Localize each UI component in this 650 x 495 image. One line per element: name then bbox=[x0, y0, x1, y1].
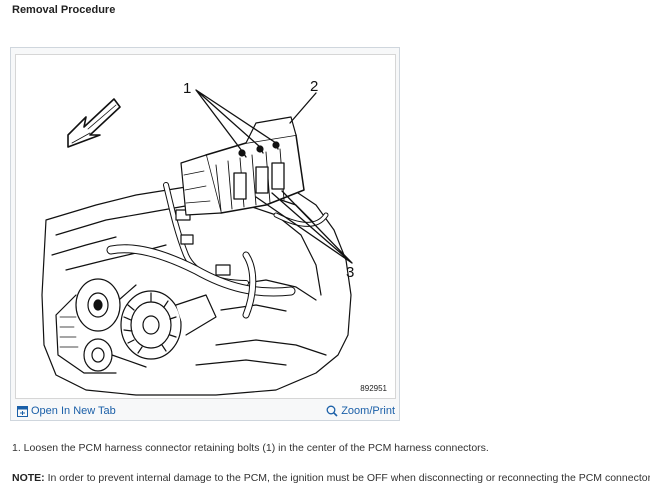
callout-labels: 1 2 3 bbox=[183, 78, 354, 281]
figure-number: 892951 bbox=[360, 384, 387, 393]
step-1-text: 1. Loosen the PCM harness connector reta… bbox=[12, 442, 489, 454]
section-heading: Removal Procedure bbox=[12, 4, 116, 16]
wiring-harness bbox=[106, 182, 329, 319]
zoom-print-link[interactable]: Zoom/Print bbox=[326, 405, 395, 417]
new-tab-icon bbox=[17, 405, 28, 417]
callout-label-2: 2 bbox=[310, 78, 318, 95]
open-in-new-tab-link[interactable]: Open In New Tab bbox=[17, 405, 116, 417]
alternator bbox=[120, 290, 217, 360]
note-label: NOTE: bbox=[12, 472, 45, 484]
belt-pulleys bbox=[55, 278, 147, 374]
magnifier-icon bbox=[326, 405, 338, 417]
note-paragraph: NOTE: In order to prevent internal damag… bbox=[12, 472, 650, 484]
figure-container: 1 2 3 892951 Open In New Tab Zoom/Print bbox=[10, 47, 400, 421]
pcm-engine-diagram: 1 2 3 bbox=[41, 78, 354, 396]
zoom-print-label: Zoom/Print bbox=[341, 405, 395, 417]
pcm-module bbox=[180, 116, 305, 216]
direction-arrow-icon bbox=[67, 98, 121, 148]
open-in-new-tab-label: Open In New Tab bbox=[31, 405, 116, 417]
engine-illustration: 1 2 3 892951 bbox=[15, 54, 396, 399]
callout-label-3: 3 bbox=[346, 264, 354, 281]
callout-label-1: 1 bbox=[183, 80, 191, 97]
engine-block bbox=[41, 180, 352, 396]
figure-toolbar: Open In New Tab Zoom/Print bbox=[11, 401, 399, 421]
note-text: In order to prevent internal damage to t… bbox=[44, 472, 650, 484]
callout-leaders bbox=[195, 89, 353, 264]
